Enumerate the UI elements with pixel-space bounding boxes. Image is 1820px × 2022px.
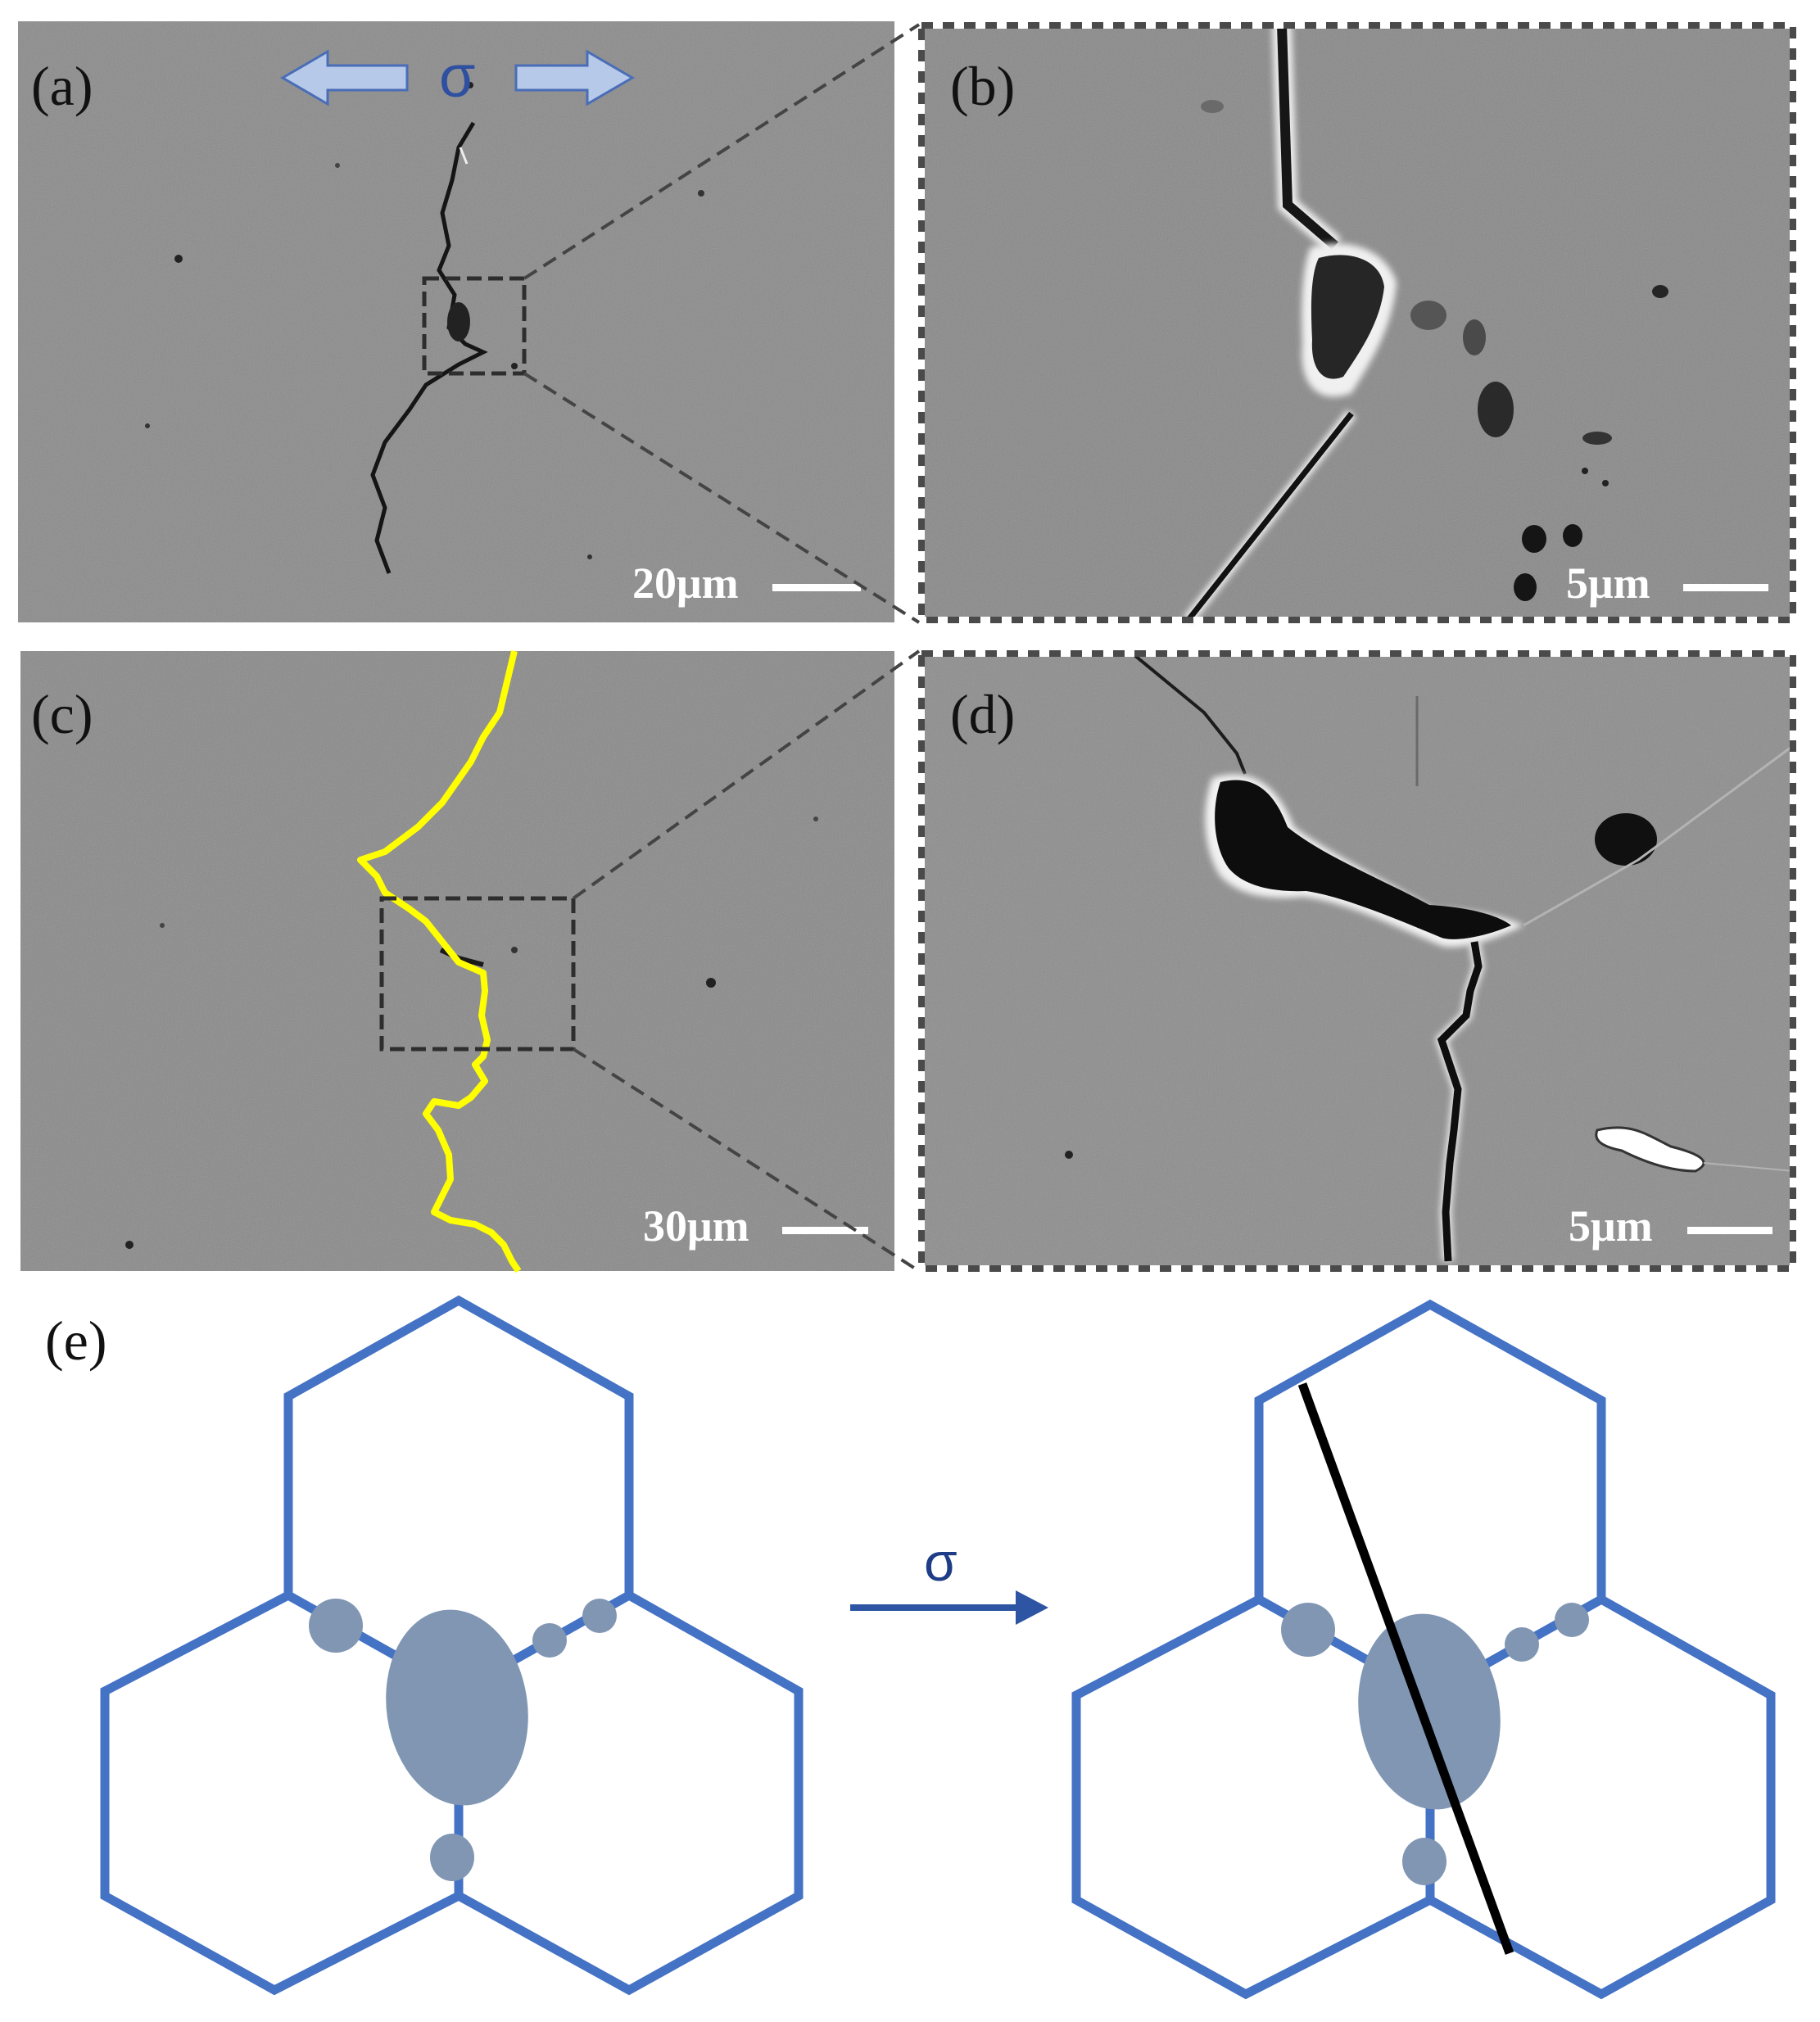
particle-left-after [1281,1603,1335,1657]
scale-bar-label-d: 5μm [1569,1201,1653,1251]
particles-after [1281,1603,1589,1885]
particle-bottom [430,1834,474,1881]
panel-label-c: (c) [31,683,93,745]
particle-bottom-after [1402,1838,1446,1885]
panel-b: (b) 5μm [918,22,1796,625]
panel-label-d: (d) [950,683,1015,745]
sem-image-d [919,651,1795,1271]
zoom-box-c [379,896,576,1052]
panel-c: (c) 30μm [20,650,894,1273]
scale-bar-d [1687,1227,1772,1234]
crack-b [1183,24,1668,625]
particle-right-1-after [1505,1627,1539,1662]
particles-before [309,1599,617,1881]
panel-label-e: (e) [45,1310,106,1372]
large-particle [386,1609,528,1806]
stress-symbol-e: σ [924,1531,958,1592]
zoom-box-a [422,276,527,376]
panel-label-b: (b) [950,55,1015,117]
panel-a: σ (a) 20μm [18,21,894,622]
scale-bar-a [772,584,861,591]
particle-right-2-after [1555,1603,1589,1637]
scale-bar-c [782,1227,868,1234]
scale-bar-label-c: 30μm [643,1201,749,1251]
scale-bar-b [1683,584,1768,591]
large-particle-cracked [1358,1613,1501,1810]
zoom-connectors-ab [523,23,921,624]
stress-symbol-a: σ [439,44,475,110]
stress-arrow-right [514,49,635,106]
stress-arrow-left [280,49,409,106]
zoom-connectors-cd [572,649,921,1273]
scale-bar-label-a: 20μm [632,559,739,608]
crack-d [1065,654,1795,1262]
panel-d: (d) 5μm [918,650,1796,1272]
particle-right-2 [582,1599,617,1633]
transgranular-crack [1297,1382,1514,1955]
particle-left [309,1599,363,1653]
stress-arrow-e [850,1590,1048,1625]
panel-e: (e) σ [45,1295,1776,2000]
panel-label-a: (a) [31,55,93,117]
particle-right-1 [532,1623,567,1658]
scale-bar-label-b: 5μm [1566,559,1650,608]
crack-a [145,82,704,574]
